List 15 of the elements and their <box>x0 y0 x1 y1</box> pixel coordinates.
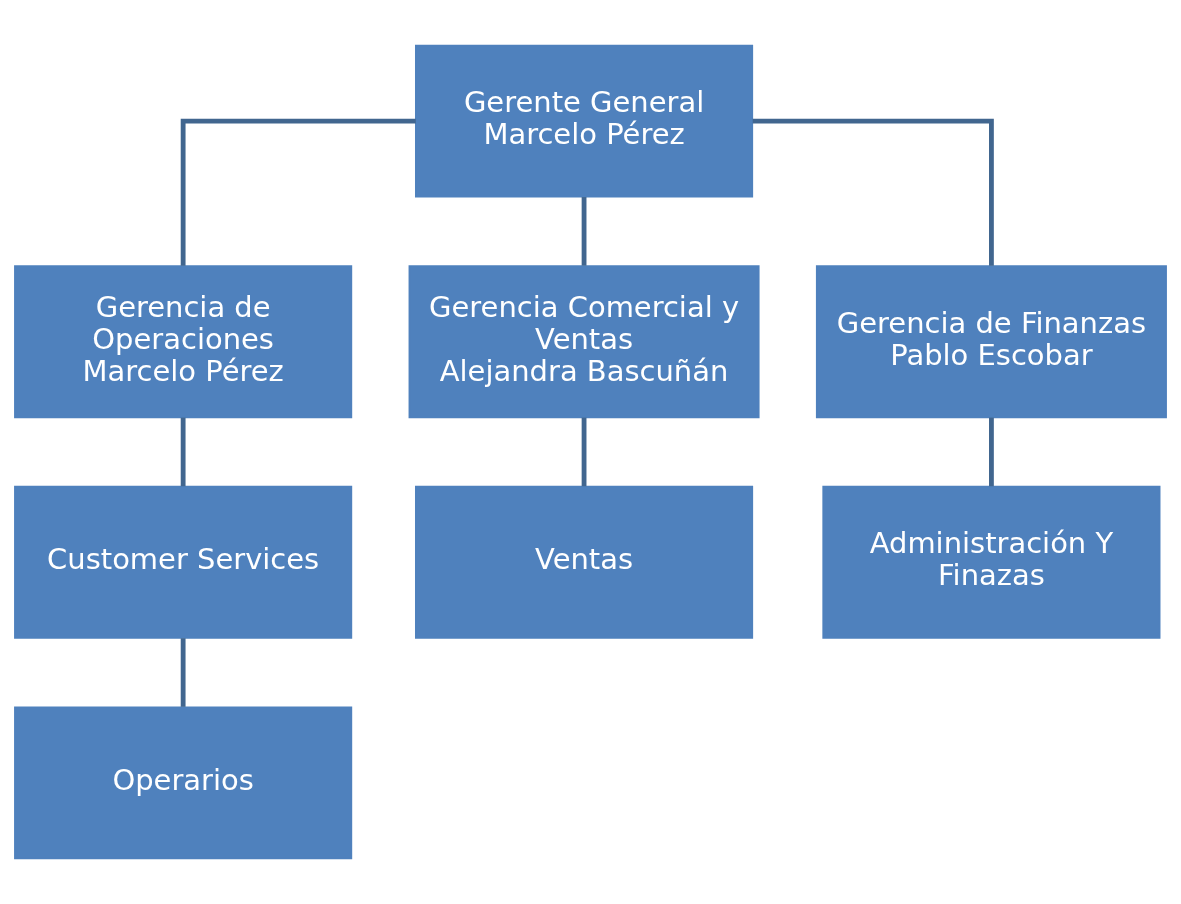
node-box: Gerente General Marcelo Pérez <box>415 44 754 198</box>
node-box: Gerencia de Operaciones Marcelo Pérez <box>14 265 353 419</box>
connector <box>581 197 587 266</box>
connector <box>180 417 186 487</box>
node-box: Customer Services <box>14 485 353 639</box>
connector <box>180 638 186 707</box>
node-box: Operarios <box>14 706 353 860</box>
node-box: Administración Y Finazas <box>822 485 1161 639</box>
connector <box>180 118 416 266</box>
connector <box>752 118 994 266</box>
connector <box>989 417 994 487</box>
connector <box>581 417 587 487</box>
node-box: Ventas <box>415 485 754 639</box>
node-box: Gerencia de Finanzas Pablo Escobar <box>815 265 1167 419</box>
node-box: Gerencia Comercial y Ventas Alejandra Bascuñán <box>408 265 760 419</box>
